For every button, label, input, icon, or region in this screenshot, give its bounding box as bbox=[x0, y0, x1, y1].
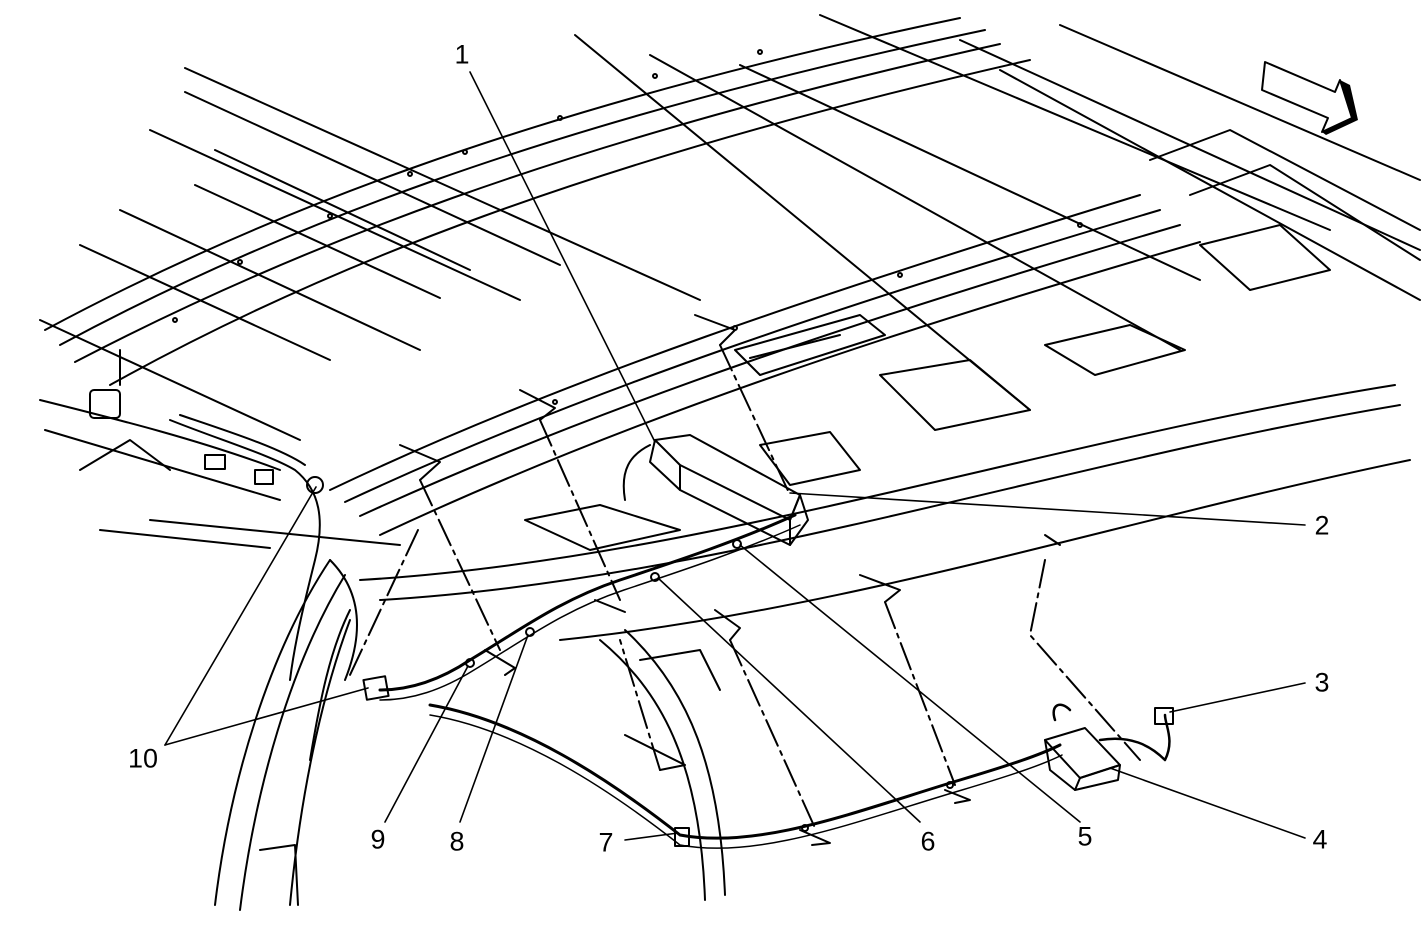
callout-10: 10 bbox=[127, 743, 159, 774]
left-harness-coil bbox=[169, 414, 324, 681]
clip-flags bbox=[399, 314, 1061, 846]
callout-3: 3 bbox=[1314, 667, 1330, 698]
side-harness-outline bbox=[429, 714, 1063, 849]
leader-lines bbox=[164, 71, 1306, 841]
arrow-icon bbox=[1261, 61, 1358, 135]
control-module bbox=[1044, 727, 1121, 791]
callout-6: 6 bbox=[920, 826, 936, 857]
main-harness bbox=[378, 513, 797, 692]
callout-5: 5 bbox=[1077, 821, 1093, 852]
b-pillar bbox=[599, 629, 726, 901]
front-roof-bow bbox=[44, 17, 1031, 386]
roof-panel-lines bbox=[39, 14, 1421, 441]
module-harness-coil bbox=[622, 444, 651, 501]
a-pillar bbox=[214, 559, 358, 911]
overhead-module bbox=[649, 434, 809, 546]
roof-openings bbox=[524, 224, 1331, 551]
side-roof-rail bbox=[359, 129, 1421, 641]
callout-1: 1 bbox=[454, 39, 470, 70]
module-pigtail bbox=[1052, 703, 1072, 722]
left-header-structure bbox=[39, 389, 401, 549]
callout-8: 8 bbox=[449, 826, 465, 857]
assembly-lines bbox=[349, 344, 1141, 829]
callout-4: 4 bbox=[1312, 824, 1328, 855]
callout-2: 2 bbox=[1314, 510, 1330, 541]
center-roof-bow bbox=[329, 194, 1201, 536]
callout-9: 9 bbox=[370, 824, 386, 855]
connector-pigtail bbox=[1098, 713, 1171, 762]
main-harness-outline bbox=[379, 524, 801, 701]
callout-7: 7 bbox=[598, 827, 614, 858]
connectors bbox=[362, 539, 1174, 847]
side-harness bbox=[428, 703, 1062, 840]
